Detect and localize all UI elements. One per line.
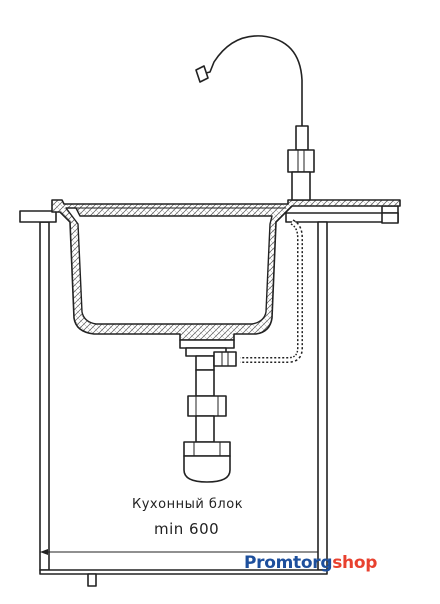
- countertop-right: [285, 205, 399, 224]
- brand-name-primary: Promtorg: [244, 553, 333, 573]
- width-dimension-line: [39, 546, 319, 558]
- left-cabinet-wall: [39, 221, 50, 571]
- brand-logo[interactable]: Promtorgshop: [244, 553, 377, 573]
- brand-name-accent: shop: [332, 553, 378, 573]
- cabinet-feet: [39, 569, 328, 587]
- sink-bowl: [51, 199, 401, 341]
- right-cabinet-wall: [317, 221, 328, 571]
- cabinet-label: Кухонный блок: [132, 497, 244, 512]
- faucet: [195, 35, 315, 201]
- overflow-hose: [240, 219, 303, 363]
- countertop-left: [19, 210, 57, 223]
- drain-siphon: [179, 339, 237, 483]
- min-width-label: min 600: [154, 520, 220, 538]
